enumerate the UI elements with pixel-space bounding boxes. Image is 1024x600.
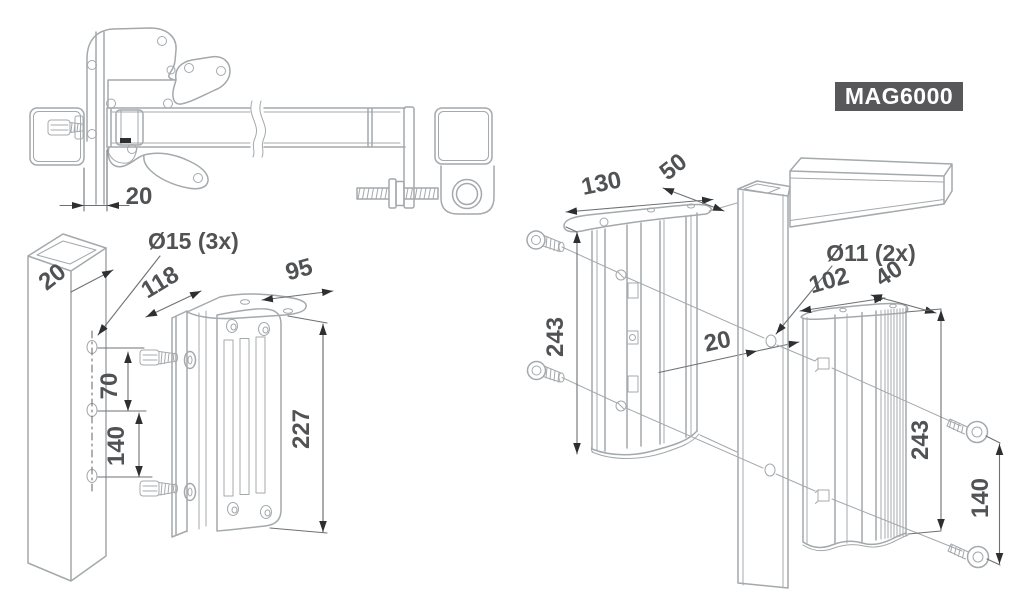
product-badge-label: MAG6000 <box>845 83 953 109</box>
armature-bolt-lower <box>947 543 990 569</box>
dim-housing-height: 243 <box>542 226 581 455</box>
dim-armature-width-label: 102 <box>806 262 852 299</box>
dim-magnet-depth: 118 <box>137 261 202 318</box>
dim-armature-height: 243 <box>905 308 945 535</box>
view-magnet-housing: 130 50 243 20 <box>526 148 800 469</box>
dim-magnet-width: 95 <box>261 253 334 303</box>
mounting-post <box>27 233 107 582</box>
dim-post-profile-label: 20 <box>34 258 72 296</box>
view-gate-top: 20 <box>29 27 495 215</box>
hinge-ear-plate <box>172 55 231 105</box>
dim-post-gap-label: 20 <box>702 326 734 358</box>
dim-housing-depth-label: 50 <box>655 148 693 186</box>
magnet-unit <box>171 293 307 538</box>
dim-drill-holes-15: Ø15 (3x) <box>97 228 239 336</box>
armature-bolt-upper <box>946 418 989 444</box>
dim-magnet-height-label: 227 <box>288 409 315 449</box>
dim-drill-holes-15-label: Ø15 (3x) <box>148 228 239 254</box>
product-badge-background <box>835 82 963 111</box>
hinge-plate <box>86 27 177 142</box>
dim-bolt-gap-label: 140 <box>967 478 994 518</box>
dim-magnet-height: 227 <box>269 315 328 534</box>
dim-bolt-gap: 140 <box>967 435 1004 566</box>
gate-frame-bar <box>106 100 406 158</box>
dim-hinge-offset-label: 20 <box>126 183 153 210</box>
alignment-lines-armature <box>775 344 963 552</box>
dim-drill-holes-11-label: Ø11 (2x) <box>826 240 916 266</box>
dim-hole-gap-upper: 70 <box>96 347 147 412</box>
housing-body <box>563 203 712 459</box>
housing-bolt-upper <box>526 230 565 253</box>
view-armature: Ø11 (2x) 102 40 243 140 <box>737 157 1004 589</box>
view-magnet-post: 20 Ø15 (3x) 118 95 227 70 140 <box>27 228 334 582</box>
dim-drill-holes-11: Ø11 (2x) <box>775 240 916 335</box>
break-lines <box>250 100 266 158</box>
hinge-leaf <box>95 31 105 205</box>
dim-housing-height-label: 243 <box>542 317 569 357</box>
gate-post <box>737 180 791 589</box>
dim-magnet-depth-label: 118 <box>137 261 184 304</box>
hinge-lower-plate <box>107 146 209 190</box>
dim-magnet-width-label: 95 <box>283 253 316 286</box>
dim-housing-width-label: 130 <box>579 166 624 201</box>
wall-pad <box>29 107 85 166</box>
dim-hole-gap-lower: 140 <box>97 412 153 478</box>
dim-hinge-offset: 20 <box>59 149 153 212</box>
anchor-bolt-top <box>47 115 84 140</box>
gate-top-rail <box>789 157 953 228</box>
product-badge: MAG6000 <box>835 82 963 111</box>
housing-bolt-lower <box>526 360 565 383</box>
alignment-lines <box>561 202 765 469</box>
dim-hole-gap-upper-label: 70 <box>96 373 123 400</box>
keeper-bolt-assembly <box>356 106 495 215</box>
dim-armature-height-label: 243 <box>907 420 934 460</box>
dim-post-gap: 20 <box>658 326 800 374</box>
armature-plate <box>800 302 909 552</box>
dim-post-profile: 20 <box>34 258 114 296</box>
dim-hole-gap-lower-label: 140 <box>103 426 130 466</box>
